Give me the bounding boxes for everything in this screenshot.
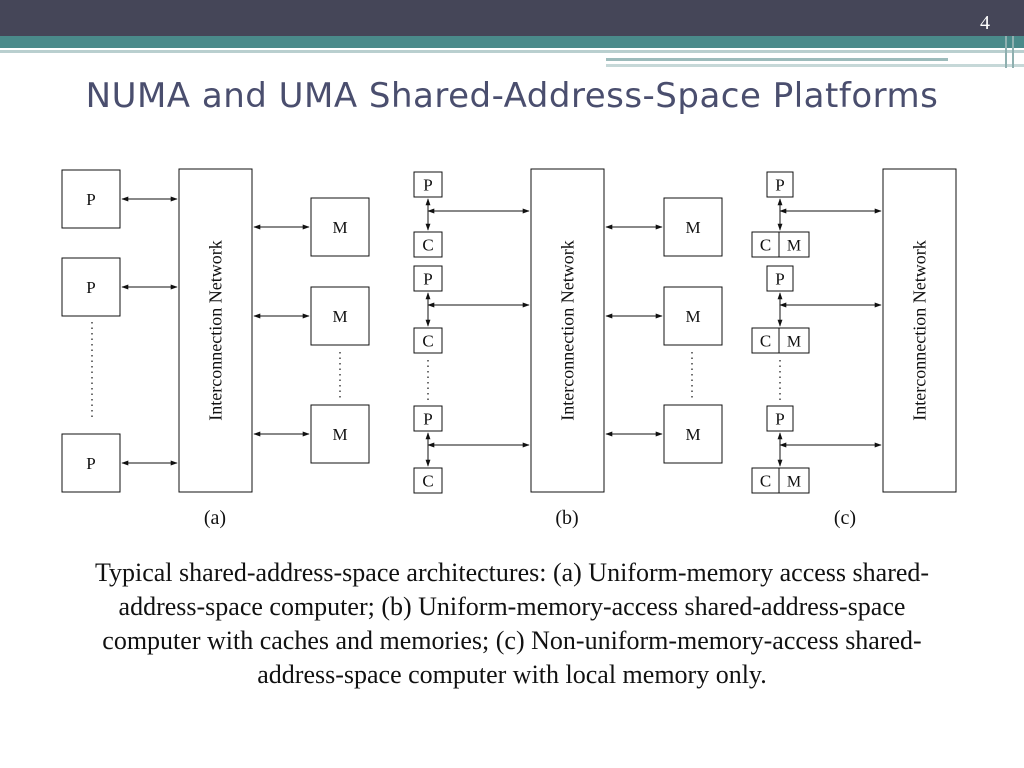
cache-label: C xyxy=(422,332,433,351)
cache-label: C xyxy=(422,472,433,491)
processor-box xyxy=(766,265,794,292)
memory-label: M xyxy=(332,218,347,237)
interconnection-network-box xyxy=(178,168,253,493)
interconnection-network-label: Interconnection Network xyxy=(558,240,578,420)
processor-box xyxy=(766,405,794,432)
header-bar xyxy=(0,0,1024,36)
local-memory-label: M xyxy=(787,333,801,350)
memory-label: M xyxy=(685,218,700,237)
processor-label: P xyxy=(423,410,432,429)
cache-box xyxy=(751,231,780,258)
interconnection-network-label: Interconnection Network xyxy=(206,240,226,420)
accent-stripe xyxy=(606,58,948,61)
processor-label: P xyxy=(423,270,432,289)
processor-label: P xyxy=(86,278,95,297)
memory-label: M xyxy=(685,307,700,326)
processor-box xyxy=(61,433,121,493)
cache-label: C xyxy=(422,236,433,255)
interconnection-network-label: Interconnection Network xyxy=(910,240,930,420)
memory-box xyxy=(310,197,370,257)
panel-label: (b) xyxy=(555,507,578,529)
accent-band xyxy=(0,36,1024,48)
processor-box xyxy=(413,265,443,292)
processor-box xyxy=(413,405,443,432)
accent-stripe xyxy=(1012,36,1014,68)
local-memory-label: M xyxy=(787,473,801,490)
memory-label: M xyxy=(332,307,347,326)
processor-box xyxy=(61,169,121,229)
cache-box xyxy=(413,327,443,354)
slide-title: NUMA and UMA Shared-Address-Space Platfo… xyxy=(85,76,939,116)
memory-box xyxy=(310,286,370,346)
slide-number: 4 xyxy=(980,12,990,34)
accent-stripe xyxy=(606,64,1024,67)
memory-box xyxy=(310,404,370,464)
cache-box xyxy=(751,327,780,354)
local-memory-box xyxy=(778,231,810,258)
processor-label: P xyxy=(86,454,95,473)
processor-box xyxy=(61,257,121,317)
local-memory-box xyxy=(778,327,810,354)
processor-box xyxy=(766,171,794,198)
processor-label: P xyxy=(775,270,784,289)
processor-box xyxy=(413,171,443,198)
cache-label: C xyxy=(760,472,771,491)
memory-box xyxy=(663,404,723,464)
accent-stripe xyxy=(0,50,1024,53)
cache-label: C xyxy=(760,236,771,255)
memory-label: M xyxy=(332,425,347,444)
figure-caption: Typical shared-address-space architectur… xyxy=(94,558,930,689)
processor-label: P xyxy=(775,176,784,195)
memory-label: M xyxy=(685,425,700,444)
memory-box xyxy=(663,197,723,257)
memory-box xyxy=(663,286,723,346)
panel-label: (a) xyxy=(204,507,226,529)
processor-label: P xyxy=(775,410,784,429)
processor-label: P xyxy=(423,176,432,195)
accent-stripe xyxy=(1005,36,1007,68)
cache-box xyxy=(413,231,443,258)
panel-label: (c) xyxy=(834,507,856,529)
local-memory-box xyxy=(778,467,810,494)
interconnection-network-box xyxy=(530,168,605,493)
cache-box xyxy=(413,467,443,494)
local-memory-label: M xyxy=(787,237,801,254)
cache-label: C xyxy=(760,332,771,351)
interconnection-network-box xyxy=(882,168,957,493)
processor-label: P xyxy=(86,190,95,209)
